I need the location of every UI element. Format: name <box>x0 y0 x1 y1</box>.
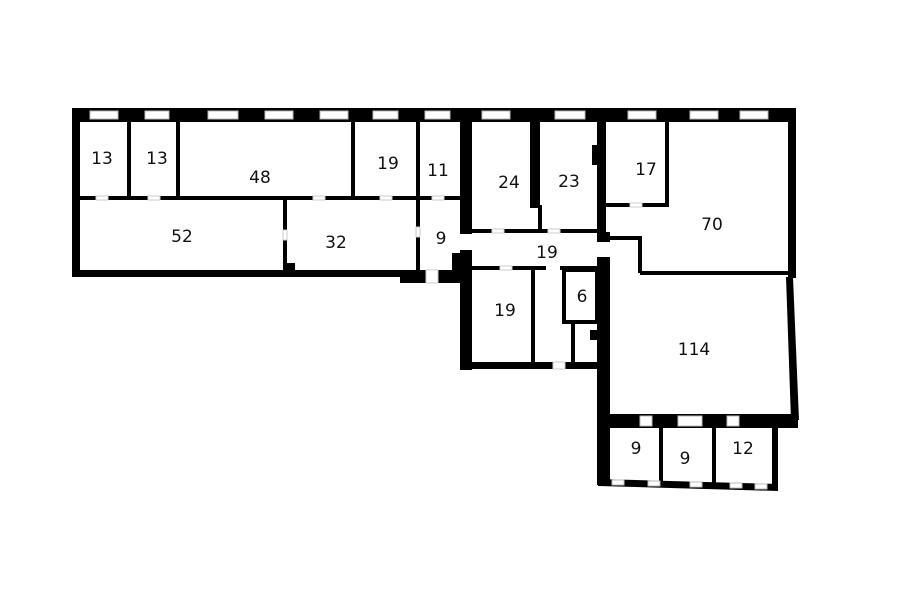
room-area-label: 19 <box>494 301 516 321</box>
room-area-label: 70 <box>701 215 723 235</box>
room-area-label: 13 <box>91 149 113 169</box>
room-area-label: 9 <box>631 439 642 459</box>
walls <box>72 108 799 491</box>
room-area-label: 9 <box>680 449 691 469</box>
room-labels: 13 13 48 19 11 52 32 9 24 23 17 70 19 19… <box>91 149 754 469</box>
room-area-label: 9 <box>436 229 447 249</box>
room-area-label: 114 <box>678 340 710 360</box>
room-area-label: 13 <box>146 149 168 169</box>
room-area-label: 23 <box>558 172 580 192</box>
room-area-label: 48 <box>249 168 271 188</box>
room-area-label: 24 <box>498 173 520 193</box>
room-area-label: 32 <box>325 233 347 253</box>
room-area-label: 6 <box>577 287 588 307</box>
room-area-label: 17 <box>635 160 657 180</box>
room-area-label: 11 <box>427 161 449 181</box>
room-area-label: 12 <box>732 439 754 459</box>
room-area-label: 19 <box>536 243 558 263</box>
room-area-label: 19 <box>377 154 399 174</box>
room-area-label: 52 <box>171 227 193 247</box>
